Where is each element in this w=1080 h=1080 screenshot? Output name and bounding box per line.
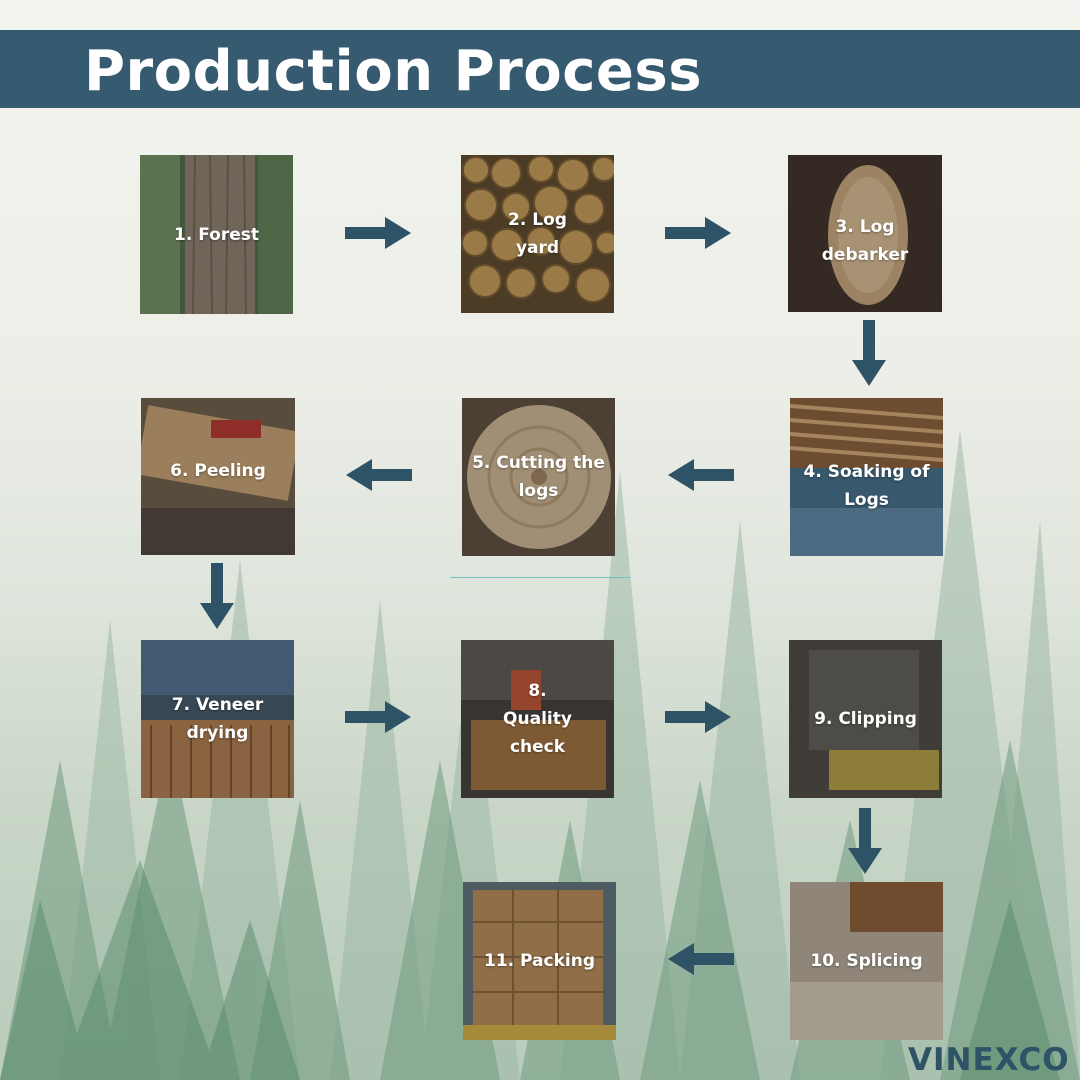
page-title: Production Process <box>84 34 702 110</box>
step-label: 9. Clipping <box>789 640 942 798</box>
step-2-log-yard: 2. Log yard <box>461 155 614 313</box>
arrow-icon <box>345 217 411 249</box>
step-8-quality-check: 8. Quality check <box>461 640 614 798</box>
arrow-icon <box>345 701 411 733</box>
step-1-forest: 1. Forest <box>140 155 293 314</box>
step-label: 11. Packing <box>463 882 616 1040</box>
step-11-packing: 11. Packing <box>463 882 616 1040</box>
step-label: 2. Log yard <box>461 155 614 313</box>
step-5-cutting-the-logs: 5. Cutting the logs <box>462 398 615 556</box>
arrow-icon <box>665 217 731 249</box>
step-label: 1. Forest <box>140 155 293 314</box>
arrow-icon <box>668 459 734 491</box>
step-label: 6. Peeling <box>141 398 295 555</box>
step-label: 10. Splicing <box>790 882 943 1040</box>
arrow-icon <box>668 943 734 975</box>
step-4-soaking-of-logs: 4. Soaking of Logs <box>790 398 943 556</box>
step-7-veneer-drying: 7. Veneer drying <box>141 640 294 798</box>
divider-line <box>450 577 630 578</box>
arrow-icon <box>848 808 882 874</box>
step-3-log-debarker: 3. Log debarker <box>788 155 942 312</box>
step-10-splicing: 10. Splicing <box>790 882 943 1040</box>
step-label: 7. Veneer drying <box>141 640 294 798</box>
step-label: 5. Cutting the logs <box>462 398 615 556</box>
arrow-icon <box>665 701 731 733</box>
step-9-clipping: 9. Clipping <box>789 640 942 798</box>
step-6-peeling: 6. Peeling <box>141 398 295 555</box>
step-label: 3. Log debarker <box>788 155 942 312</box>
arrow-icon <box>852 320 886 386</box>
step-label: 8. Quality check <box>461 640 614 798</box>
arrow-icon <box>346 459 412 491</box>
step-label: 4. Soaking of Logs <box>790 398 943 556</box>
arrow-icon <box>200 563 234 629</box>
brand-logo: VINEXCO <box>908 1040 1070 1080</box>
